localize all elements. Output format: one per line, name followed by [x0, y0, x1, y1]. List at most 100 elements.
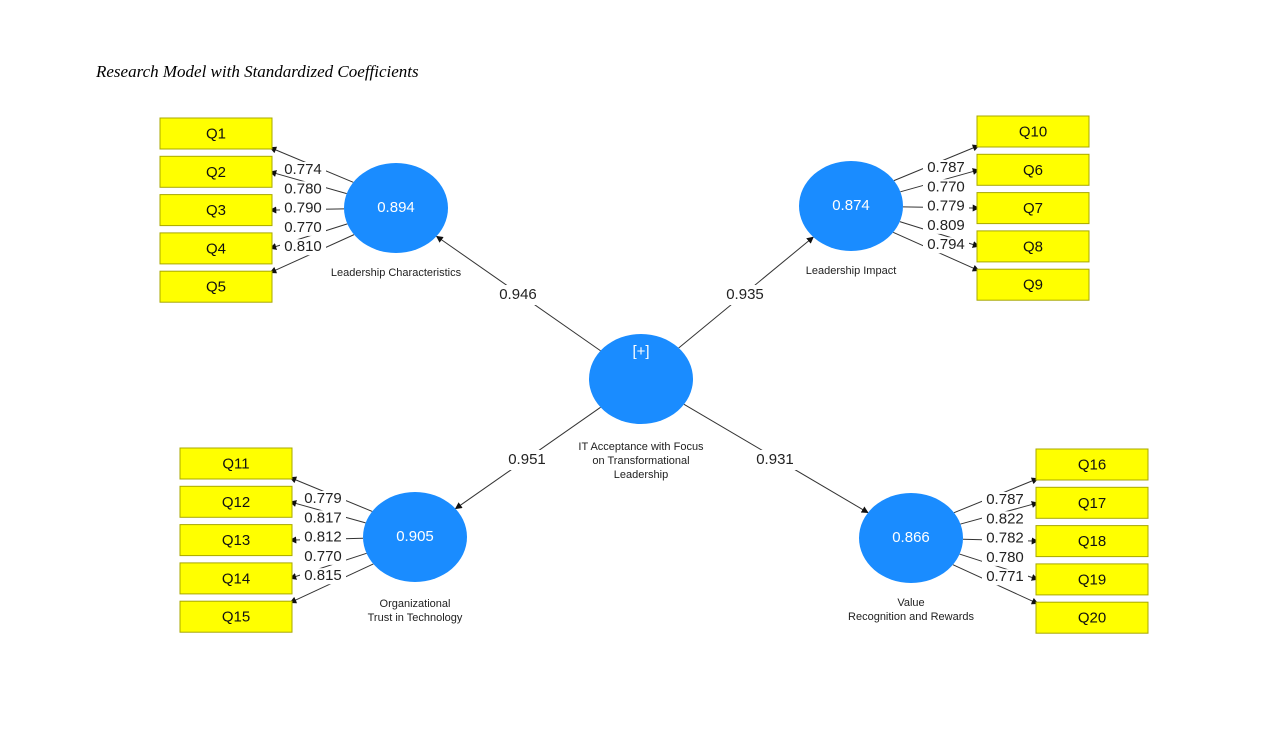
indicator-label-q17: Q17: [1078, 495, 1106, 512]
loading-bg: [923, 160, 969, 176]
indicator-label-q8: Q8: [1023, 238, 1043, 255]
indicator-label-q4: Q4: [206, 240, 226, 257]
indicator-box-q10: [976, 115, 1090, 148]
central-construct-label: IT Acceptance with Focus: [578, 441, 704, 453]
loading-bg: [923, 198, 969, 215]
construct-node-li: [799, 161, 903, 251]
indicator-box-q4: [159, 232, 273, 265]
indicator-label-q2: Q2: [206, 164, 226, 181]
loading-bg: [300, 548, 346, 565]
indicator-box-q14: [179, 562, 293, 595]
indicator-label-q10: Q10: [1019, 123, 1047, 140]
indicator-box-q1: [159, 117, 273, 150]
construct-value-li: 0.874: [832, 197, 870, 214]
loading-bg: [923, 217, 969, 234]
loading-bg: [280, 162, 326, 178]
loading-value-q5: 0.810: [284, 238, 322, 255]
construct-label-lc: Leadership Characteristics: [331, 267, 462, 279]
construct-value-lc: 0.894: [377, 199, 415, 216]
indicator-box-q20: [1035, 601, 1149, 634]
indicator-box-q19: [1035, 563, 1149, 596]
loading-value-q18: 0.782: [986, 530, 1024, 547]
indicator-box-q11: [179, 447, 293, 480]
central-construct-label: on Transformational: [592, 455, 689, 467]
indicator-box-q3: [159, 194, 273, 227]
loading-value-q3: 0.790: [284, 200, 322, 217]
loading-value-q17: 0.822: [986, 510, 1024, 527]
central-construct-label: Leadership: [614, 469, 668, 481]
path-coef-bg: [494, 285, 542, 305]
construct-label-vr: Recognition and Rewards: [848, 611, 974, 623]
indicator-label-q14: Q14: [222, 570, 250, 587]
indicator-label-q12: Q12: [222, 494, 250, 511]
loading-bg: [982, 511, 1028, 528]
indicator-label-q7: Q7: [1023, 200, 1043, 217]
loading-value-q13: 0.812: [304, 529, 342, 546]
indicator-box-q18: [1035, 525, 1149, 558]
loading-value-q8: 0.809: [927, 217, 965, 234]
construct-node-lc: [344, 163, 448, 253]
loading-bg: [300, 510, 346, 527]
loading-value-q4: 0.770: [284, 219, 322, 236]
indicator-box-q6: [976, 153, 1090, 186]
construct-value-vr: 0.866: [892, 529, 930, 546]
loading-bg: [280, 181, 326, 198]
central-construct-collapse-marker: [+]: [632, 343, 649, 360]
construct-value-ot: 0.905: [396, 528, 434, 545]
indicator-label-q15: Q15: [222, 609, 250, 626]
construct-node-vr: [859, 493, 963, 583]
loading-bg: [280, 200, 326, 217]
loading-value-q1: 0.774: [284, 161, 322, 178]
construct-label-vr: Value: [897, 597, 924, 609]
indicator-box-q13: [179, 524, 293, 557]
indicator-label-q19: Q19: [1078, 571, 1106, 588]
loading-value-q14: 0.770: [304, 548, 342, 565]
loading-value-q6: 0.770: [927, 178, 965, 195]
indicator-box-q9: [976, 268, 1090, 301]
construct-label-ot: Trust in Technology: [368, 612, 463, 624]
indicator-label-q11: Q11: [222, 455, 249, 472]
construct-node-ot: [363, 492, 467, 582]
path-coef-bg: [751, 450, 799, 470]
loading-value-q7: 0.779: [927, 198, 965, 215]
loading-value-q19: 0.780: [986, 549, 1024, 566]
indicator-label-q1: Q1: [206, 125, 226, 142]
path-coefficient-li: 0.935: [726, 286, 764, 303]
loading-bg: [982, 569, 1028, 586]
loading-value-q12: 0.817: [304, 509, 342, 526]
loading-bg: [280, 219, 326, 236]
loading-bg: [982, 492, 1028, 508]
path-coefficient-lc: 0.946: [499, 286, 537, 303]
loading-value-q2: 0.780: [284, 180, 322, 197]
indicator-label-q18: Q18: [1078, 533, 1106, 550]
path-coef-bg: [503, 450, 551, 470]
loading-value-q15: 0.815: [304, 567, 342, 584]
loading-value-q16: 0.787: [986, 491, 1024, 508]
figure-title: Research Model with Standardized Coeffic…: [96, 62, 419, 81]
path-coefficient-ot: 0.951: [508, 451, 546, 468]
indicator-label-q3: Q3: [206, 202, 226, 219]
loading-bg: [300, 529, 346, 546]
indicator-label-q20: Q20: [1078, 610, 1106, 627]
indicator-box-q7: [976, 192, 1090, 225]
central-construct-node: [589, 334, 693, 424]
loading-bg: [923, 179, 969, 196]
indicator-box-q8: [976, 230, 1090, 263]
loading-value-q9: 0.794: [927, 236, 965, 253]
indicator-box-q2: [159, 155, 273, 188]
loading-bg: [982, 530, 1028, 547]
path-coefficient-vr: 0.931: [756, 451, 794, 468]
indicator-box-q16: [1035, 448, 1149, 481]
indicator-box-q17: [1035, 486, 1149, 519]
construct-label-ot: Organizational: [380, 598, 451, 610]
indicator-label-q5: Q5: [206, 279, 226, 296]
indicator-box-q5: [159, 270, 273, 303]
loading-value-q11: 0.779: [304, 490, 342, 507]
indicator-label-q9: Q9: [1023, 277, 1043, 294]
indicator-label-q6: Q6: [1023, 162, 1043, 179]
loading-bg: [923, 237, 969, 254]
loading-value-q10: 0.787: [927, 159, 965, 176]
loading-bg: [982, 549, 1028, 566]
loading-value-q20: 0.771: [986, 568, 1024, 585]
